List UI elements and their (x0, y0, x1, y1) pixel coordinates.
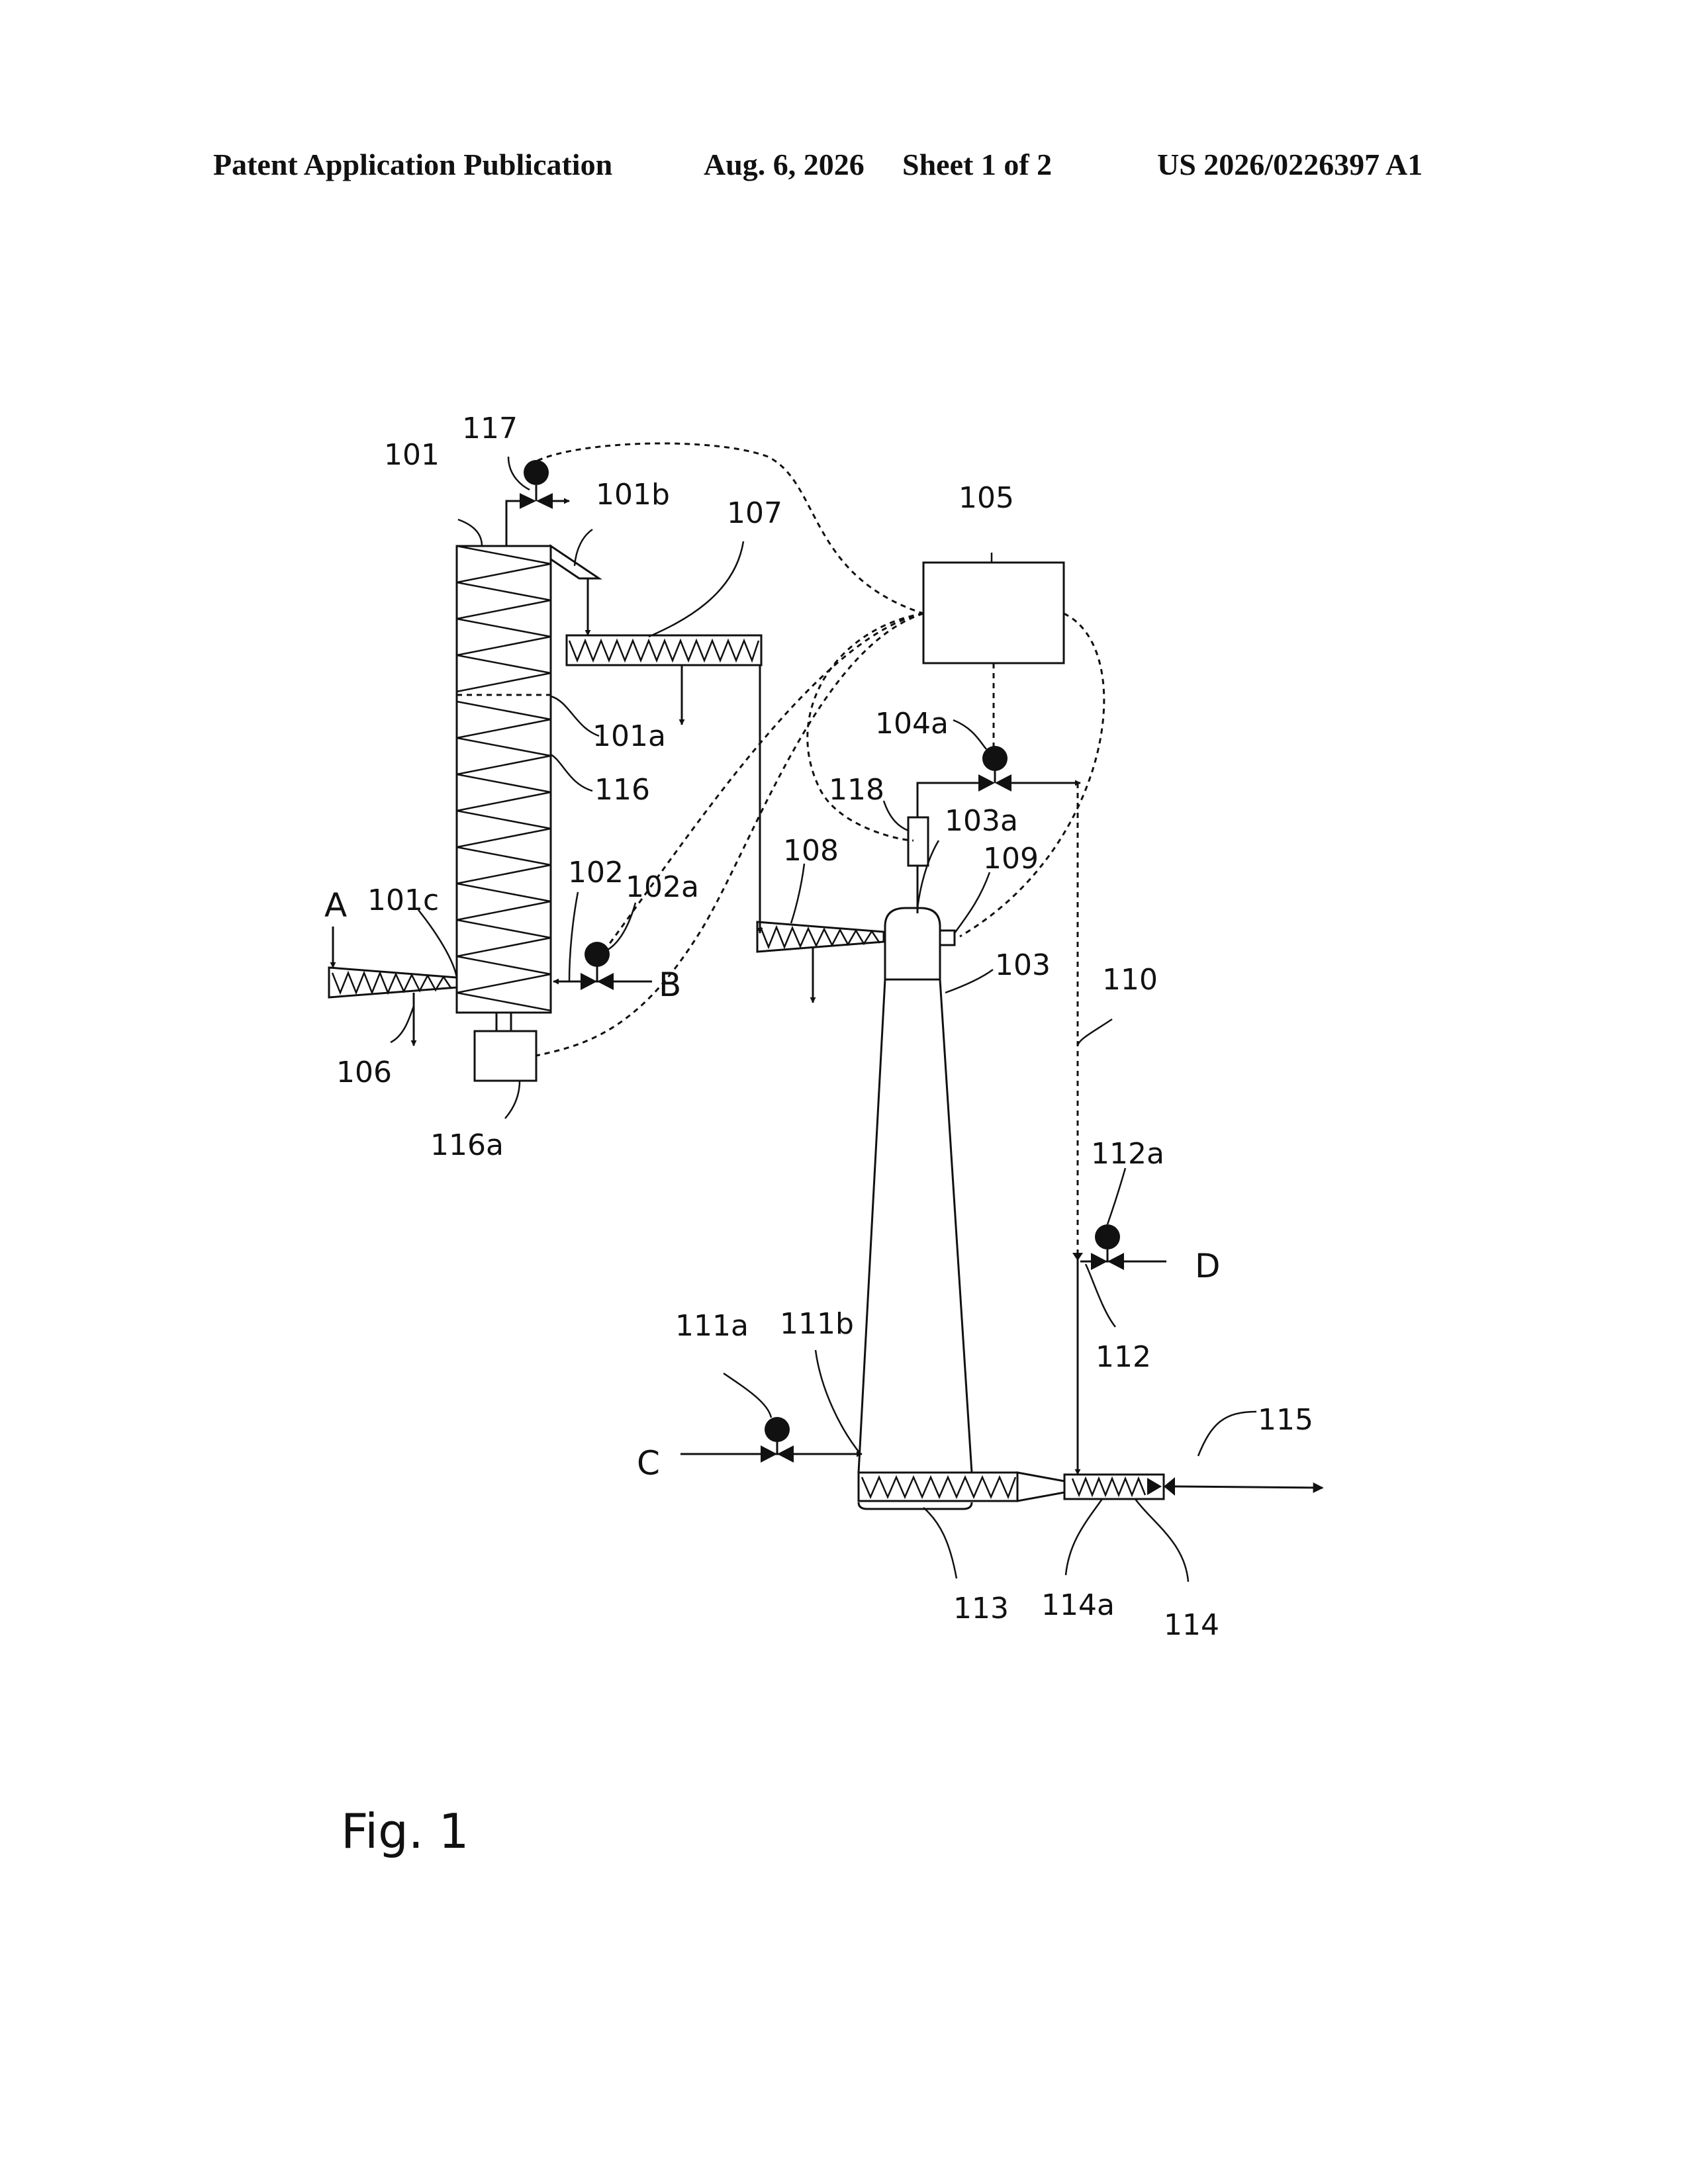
ref-114a: 114a (1041, 1588, 1115, 1622)
stream-c-111 (680, 1417, 862, 1463)
stream-b-label: B (659, 966, 681, 1004)
ref-112: 112 (1096, 1340, 1151, 1374)
ref-103: 103 (995, 948, 1051, 982)
ref-107: 107 (727, 496, 782, 530)
stream-b-102 (553, 942, 652, 990)
drive-116a (475, 1013, 536, 1081)
top-outlet-117 (506, 460, 569, 546)
ref-101: 101 (384, 438, 440, 472)
leader-lines (391, 457, 1256, 1582)
feed-conveyor-106 (329, 927, 457, 1046)
ref-116a: 116a (430, 1128, 504, 1162)
ref-116: 116 (594, 773, 650, 807)
ref-106: 106 (336, 1056, 392, 1089)
ref-101c: 101c (367, 884, 439, 917)
figure-label: Fig. 1 (341, 1803, 469, 1859)
controller-105 (923, 563, 1064, 663)
ref-103a: 103a (945, 804, 1018, 838)
ref-111b: 111b (780, 1307, 854, 1341)
ref-115: 115 (1258, 1403, 1313, 1437)
reactor-101 (457, 546, 551, 1013)
ref-105: 105 (959, 481, 1014, 515)
stream-d-label: D (1195, 1247, 1221, 1285)
ref-102: 102 (568, 856, 624, 889)
ref-101a: 101a (592, 719, 666, 753)
bottom-screw-113 (859, 1473, 1064, 1509)
ref-108: 108 (783, 834, 839, 868)
ref-109: 109 (983, 842, 1039, 876)
ref-101b: 101b (596, 478, 670, 512)
screw-114 (1064, 1475, 1323, 1499)
gasifier-103 (859, 908, 972, 1473)
ref-114: 114 (1164, 1608, 1219, 1642)
stream-c-label: C (637, 1444, 660, 1482)
ref-113: 113 (953, 1592, 1009, 1625)
ref-112a: 112a (1091, 1137, 1164, 1171)
ref-111a: 111a (675, 1309, 749, 1343)
stream-a-label: A (324, 886, 347, 925)
ref-110: 110 (1102, 963, 1158, 997)
ref-118: 118 (829, 773, 884, 807)
ref-117: 117 (462, 412, 518, 445)
ref-102a: 102a (626, 870, 699, 904)
conveyor-108 (757, 922, 884, 1003)
ref-104a: 104a (875, 707, 949, 741)
